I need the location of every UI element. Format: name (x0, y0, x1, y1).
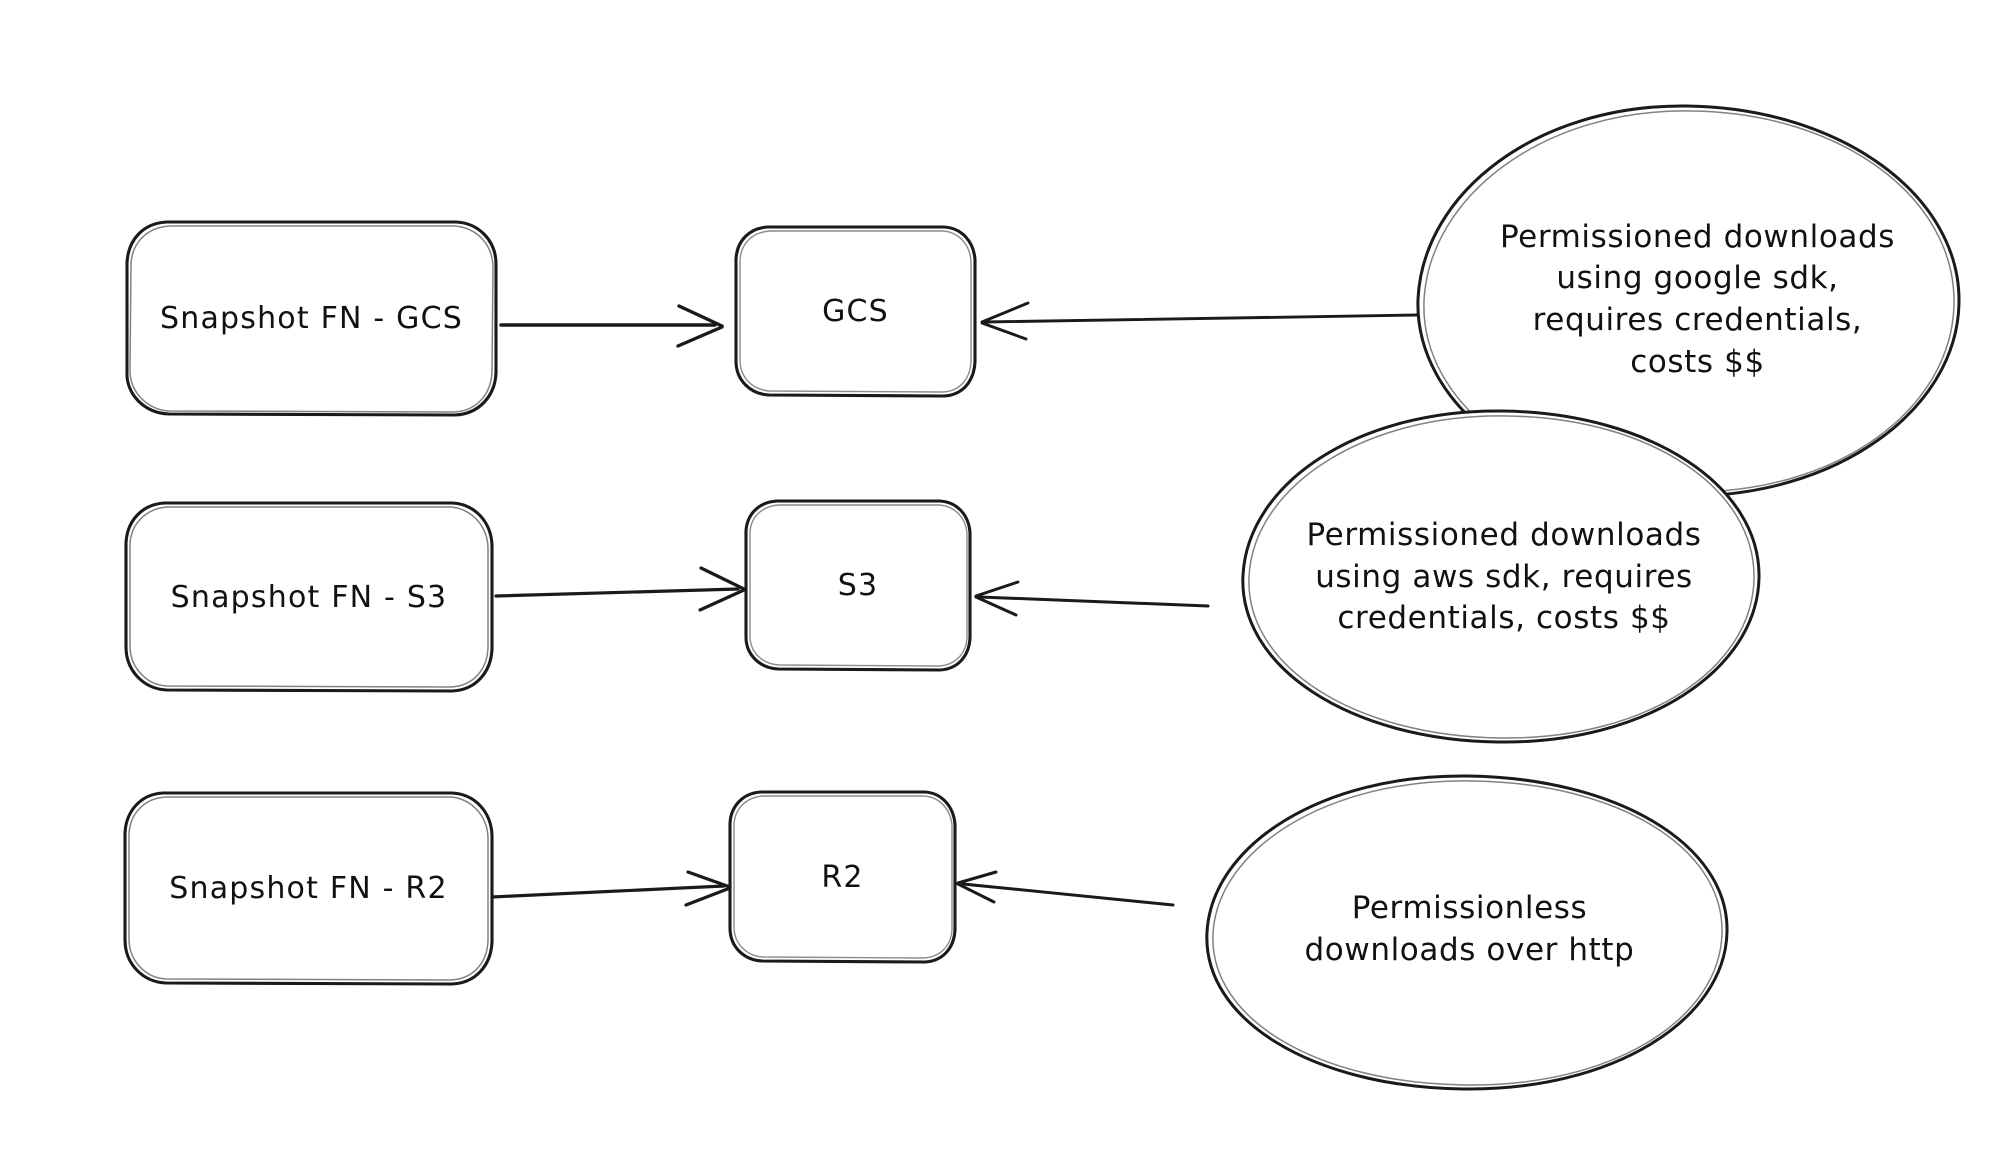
edge-snapshot-r2[interactable] (490, 870, 732, 907)
shape-gcs[interactable] (734, 225, 977, 398)
shape-snapshot-fn-gcs[interactable] (125, 220, 498, 417)
edge-snapshot-s3[interactable] (494, 566, 746, 612)
shape-s3[interactable] (744, 499, 972, 672)
shape-s3-note[interactable] (1241, 409, 1761, 744)
edge-snapshot-gcs[interactable] (499, 304, 724, 348)
shape-r2[interactable] (728, 790, 957, 964)
edge-note-r2[interactable] (956, 870, 1175, 907)
shape-r2-note[interactable] (1205, 774, 1729, 1091)
shape-snapshot-fn-r2[interactable] (123, 791, 494, 986)
shape-snapshot-fn-s3[interactable] (124, 501, 494, 693)
edge-note-s3[interactable] (974, 580, 1210, 617)
edge-note-gcs[interactable] (980, 301, 1420, 341)
